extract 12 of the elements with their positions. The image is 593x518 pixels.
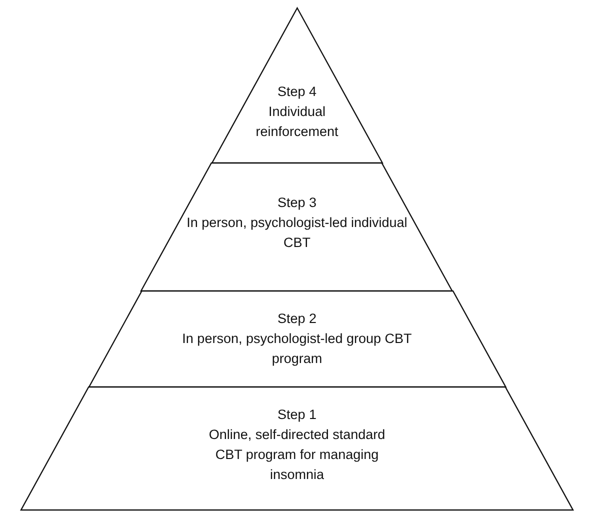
step-heading: Step 1 — [277, 406, 317, 424]
step-heading: Step 2 — [277, 310, 316, 328]
step-heading: Step 4 — [277, 83, 316, 101]
step-description: Individual reinforcement — [254, 103, 340, 141]
step-description: Online, self-directed standard CBT program for managing insomnia — [208, 426, 386, 484]
pyramid-tier — [21, 387, 573, 510]
step-heading: Step 3 — [277, 194, 316, 212]
step-description: In person, psychologist-led individual CBT — [186, 214, 408, 252]
pyramid-tier — [141, 163, 453, 291]
step-description: In person, psychologist-led group CBT program — [182, 330, 412, 368]
pyramid-tier — [88, 291, 506, 387]
pyramid-tier — [212, 8, 382, 163]
